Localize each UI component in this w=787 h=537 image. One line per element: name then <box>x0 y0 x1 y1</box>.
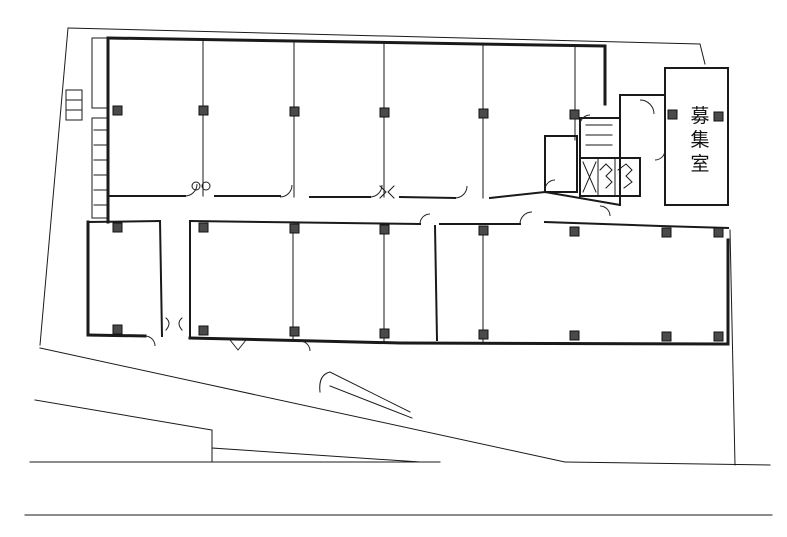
structural-columns <box>112 105 724 342</box>
column <box>198 325 209 336</box>
column <box>112 105 123 116</box>
left-stair <box>65 37 109 219</box>
column <box>289 326 300 337</box>
column <box>713 111 724 122</box>
recruiting-room-label: 募 集 室 <box>678 104 722 176</box>
building-outer-walls <box>86 36 730 346</box>
doors <box>144 99 666 352</box>
column <box>379 107 390 118</box>
column <box>661 331 672 342</box>
column <box>478 225 489 236</box>
column <box>569 109 580 120</box>
lower-room-partitions <box>292 223 484 344</box>
recruiting-room-char-1: 募 <box>690 105 710 127</box>
road-lines <box>24 371 773 516</box>
column <box>661 227 672 238</box>
recruiting-room-char-3: 室 <box>690 153 710 175</box>
column <box>713 227 724 238</box>
column <box>112 324 123 335</box>
column <box>569 330 580 341</box>
column <box>478 108 489 119</box>
site-boundary <box>39 27 771 466</box>
column <box>289 106 300 117</box>
recruiting-room-char-2: 集 <box>690 129 710 151</box>
column <box>379 224 390 235</box>
column <box>198 222 209 233</box>
column <box>478 329 489 340</box>
column <box>667 109 678 120</box>
upper-room-partitions <box>202 39 576 199</box>
column <box>198 105 209 116</box>
column <box>379 328 390 339</box>
column <box>289 223 300 234</box>
column <box>569 226 580 237</box>
corridor-walls <box>86 190 730 342</box>
column <box>713 331 724 342</box>
column <box>112 222 123 233</box>
service-core <box>544 117 641 197</box>
